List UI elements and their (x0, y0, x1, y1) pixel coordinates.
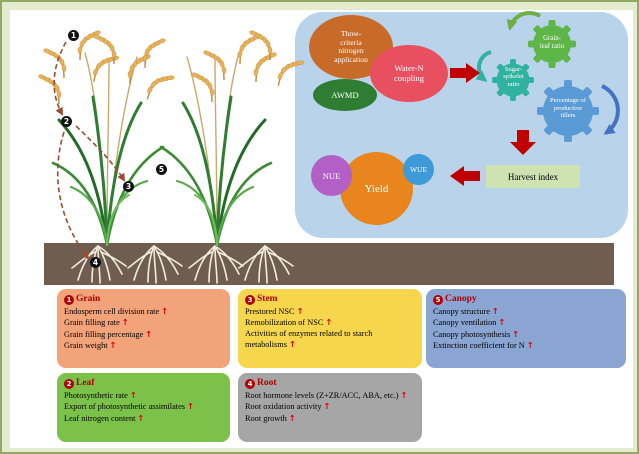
panel-item: Grain weight↑ (64, 340, 117, 351)
up-arrow-icon: ↑ (526, 340, 534, 351)
panel-item: Root hormone levels (Z+ZR/ACC, ABA, etc.… (245, 390, 408, 400)
sugar-spikelet-ratio-label: Sugar- spikelet ratio (503, 66, 524, 88)
awmd-node: AWMD (313, 79, 377, 111)
circled-number-icon: 4 (245, 379, 255, 389)
circled-number-icon: 1 (64, 295, 74, 305)
panel-item: Activities of enzymes related to starch … (245, 328, 373, 350)
panel-item: Extinction coefficient for N↑ (433, 340, 534, 351)
panel-item: Leaf nitrogen content↑ (64, 412, 145, 423)
grain-leaf-ratio-gear (528, 20, 576, 68)
circled-number-icon: 5 (433, 295, 443, 305)
plant-marker-4: 4 (90, 257, 101, 268)
plant-dashed-arrows (53, 41, 126, 260)
up-arrow-icon: ↑ (137, 412, 145, 423)
nue-node: NUE (311, 155, 352, 196)
nue-label: NUE (322, 170, 341, 181)
awmd-label: AWMD (331, 90, 359, 100)
gear-cycle-arrows (475, 10, 620, 135)
arrow-left (450, 166, 480, 186)
panel-item: Grain filling rate↑ (64, 317, 129, 328)
wue-label: WUE (409, 165, 428, 174)
up-arrow-icon: ↑ (288, 412, 296, 423)
flow-arrows (450, 63, 536, 186)
panel-item: Remobilization of NSC↑ (245, 317, 333, 328)
panel-item: Grain filling percentage↑ (64, 328, 153, 339)
harvest-index-label: Harvest index (507, 171, 559, 182)
up-arrow-icon: ↑ (145, 328, 153, 339)
arrow-down (510, 130, 536, 155)
circled-number-icon: 2 (64, 379, 74, 389)
yield-node: Yield (340, 152, 413, 225)
three-criteria-label: Three- criteria nitrogen application (334, 29, 368, 64)
water-n-coupling-node: Water-N coupling (370, 45, 448, 102)
circled-number-icon: 3 (245, 295, 255, 305)
panel-item: Root oxidation activity↑ (245, 401, 331, 412)
up-arrow-icon: ↑ (288, 339, 296, 350)
up-arrow-icon: ↑ (161, 306, 169, 316)
up-arrow-icon: ↑ (109, 340, 117, 351)
up-arrow-icon: ↑ (296, 306, 304, 316)
productive-tillers-label: Percentage of productive tillers (549, 97, 587, 120)
yield-label: Yield (364, 182, 389, 195)
panel-item: Root growth↑ (245, 412, 296, 423)
soil-bar (44, 243, 614, 285)
up-arrow-icon: ↑ (512, 328, 520, 339)
up-arrow-icon: ↑ (325, 317, 333, 328)
panel-item: Canopy ventilation↑ (433, 317, 506, 328)
plant-marker-1: 1 (68, 30, 79, 41)
up-arrow-icon: ↑ (121, 317, 129, 328)
panel-item: Canopy structure↑ (433, 306, 499, 316)
rice-plants-illustration (37, 29, 306, 247)
up-arrow-icon: ↑ (323, 401, 331, 412)
plant-marker-5: 5 (156, 164, 167, 175)
productive-tillers-gear (537, 80, 599, 142)
wue-node: WUE (403, 154, 434, 185)
panel-item: Prestored NSC↑ (245, 306, 304, 316)
grain-leaf-ratio-label: Grain- leaf ratio (539, 35, 565, 50)
up-arrow-icon: ↑ (400, 390, 408, 400)
panel-item: Endosperm cell division rate↑ (64, 306, 169, 316)
up-arrow-icon: ↑ (498, 317, 506, 328)
panel-item: Export of photosynthetic assimilates↑ (64, 401, 194, 412)
panel-item: Photosynthetic rate↑ (64, 390, 137, 400)
plant-marker-2: 2 (61, 116, 72, 127)
up-arrow-icon: ↑ (129, 390, 137, 400)
water-n-coupling-label: Water-N coupling (393, 62, 425, 83)
up-arrow-icon: ↑ (491, 306, 499, 316)
panel-item: Canopy photosynthesis↑ (433, 328, 520, 339)
harvest-index-box: Harvest index (486, 165, 580, 188)
up-arrow-icon: ↑ (186, 401, 194, 412)
sugar-spikelet-ratio-gear (492, 59, 534, 101)
arrow-right (450, 63, 480, 83)
plant-marker-3: 3 (123, 181, 134, 192)
